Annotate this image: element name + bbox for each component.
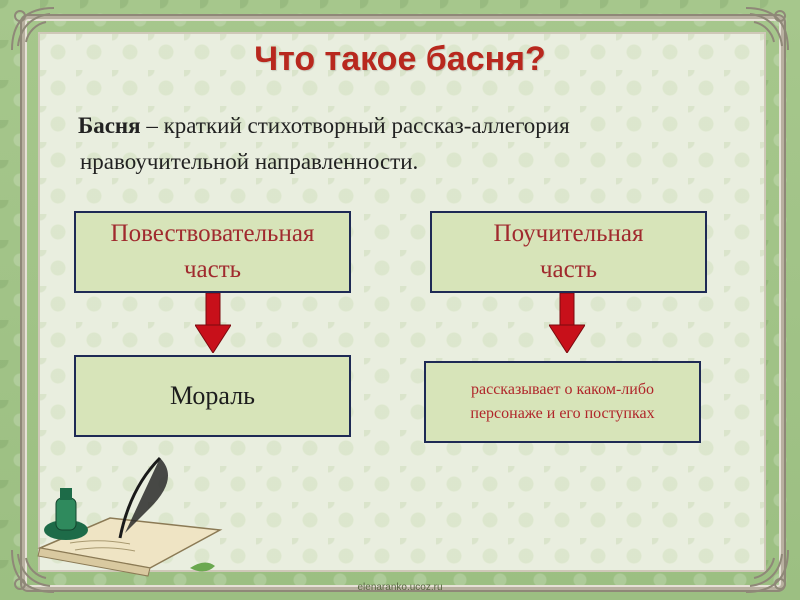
narrative-part-line2: часть	[183, 256, 242, 283]
instructive-part-box: Поучительная часть	[430, 211, 707, 293]
definition-term: Басня	[78, 113, 141, 138]
moral-box: Мораль	[74, 355, 351, 437]
narrative-part-box: Повествовательная часть	[74, 211, 351, 293]
down-arrow-icon	[194, 292, 232, 354]
ornament-corner-icon	[6, 2, 60, 56]
instructive-part-line2: часть	[539, 256, 598, 283]
ornament-corner-icon	[6, 544, 60, 598]
instructive-part-line1: Поучительная	[493, 220, 644, 247]
story-line1: рассказывает о каком-либо	[471, 381, 654, 398]
footer-source: elenaranko.ucoz.ru	[357, 582, 443, 593]
inkwell-quill-book-icon	[30, 448, 230, 588]
definition-text: Басня – краткий стихотворный рассказ-алл…	[78, 108, 718, 180]
narrative-part-line1: Повествовательная	[110, 220, 315, 247]
story-line2: персонаже и его поступках	[470, 405, 655, 422]
ornament-corner-icon	[740, 2, 794, 56]
definition-rest: – краткий стихотворный рассказ-аллегория	[140, 113, 570, 138]
down-arrow-icon	[548, 292, 586, 354]
definition-line2: нравоучительной направленности.	[80, 149, 419, 174]
ornament-corner-icon	[740, 544, 794, 598]
slide-title: Что такое басня?	[254, 40, 546, 78]
story-box: рассказывает о каком-либо персонаже и ег…	[424, 361, 701, 443]
slide-frame-outer	[22, 16, 784, 590]
moral-label: Мораль	[169, 381, 256, 410]
